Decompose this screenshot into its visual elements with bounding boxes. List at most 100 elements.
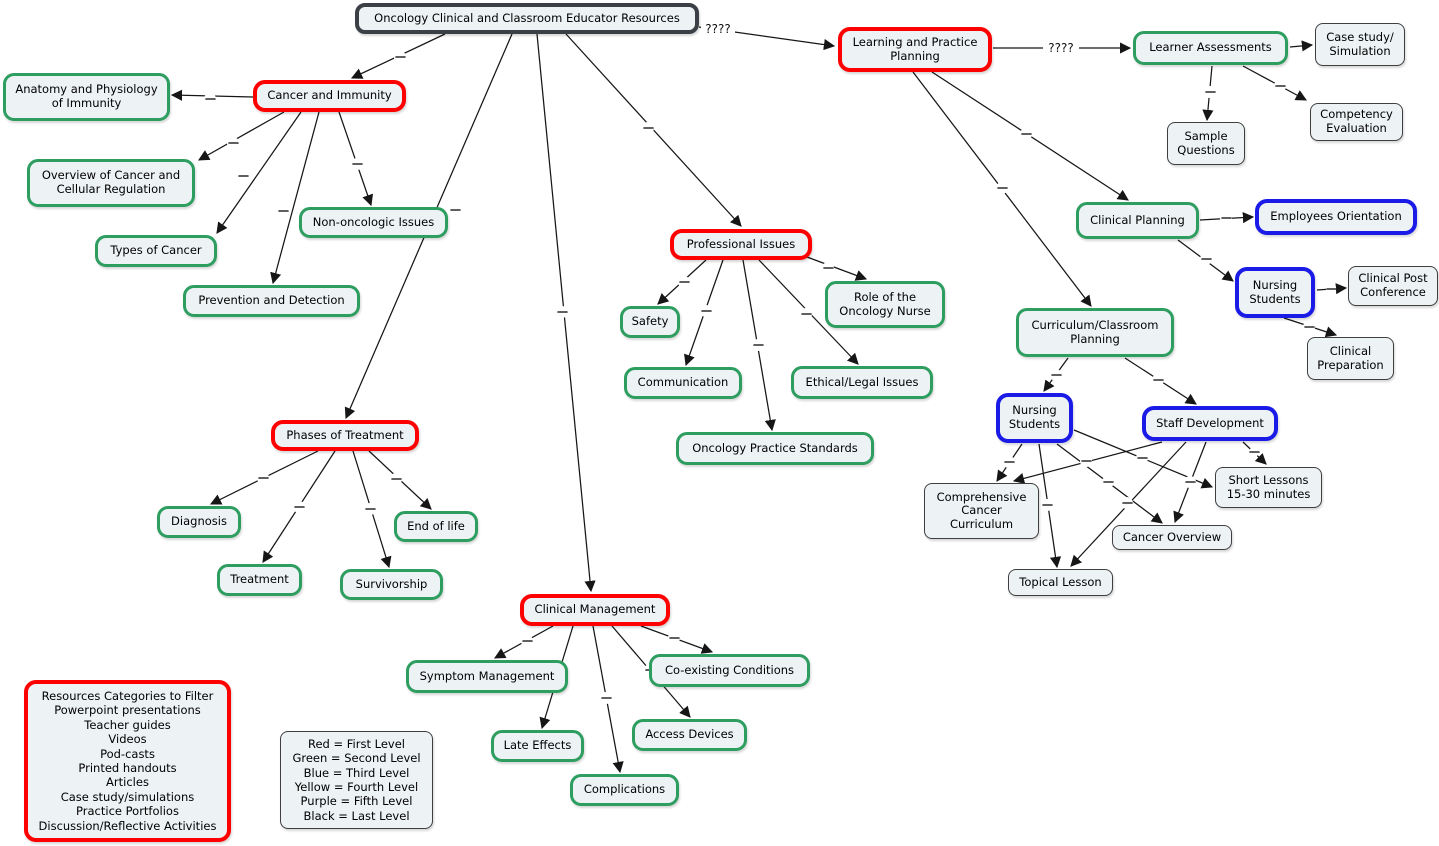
legend-color-levels[interactable]: Red = First Level Green = Second Level B… (280, 731, 433, 829)
node-safety[interactable]: Safety (620, 306, 680, 338)
node-symptom-management[interactable]: Symptom Management (406, 660, 568, 693)
node-overview-of-cancer-and-cellular-regulation[interactable]: Overview of Cancer and Cellular Regulati… (27, 159, 195, 207)
node-sample-questions[interactable]: Sample Questions (1167, 122, 1245, 165)
link-learning-curriculum-classroom (912, 71, 1092, 307)
link-nursing-cancer-overview (1056, 443, 1163, 524)
node-nursing-students-clinical[interactable]: Nursing Students (1235, 267, 1315, 318)
node-clinical-management[interactable]: Clinical Management (520, 594, 670, 626)
link-professional-role-oncology-nurse (806, 256, 868, 281)
node-late-effects[interactable]: Late Effects (491, 730, 584, 762)
legend-line: Videos (108, 732, 147, 747)
node-anatomy-and-physiology-of-immunity[interactable]: Anatomy and Physiology of Immunity (3, 73, 170, 121)
link-professional-communication (684, 259, 724, 367)
legend-line: Printed handouts (78, 761, 177, 775)
link-phases-survivorship (352, 450, 392, 569)
legend-line: Yellow = Fourth Level (294, 780, 419, 794)
node-diagnosis[interactable]: Diagnosis (157, 506, 241, 538)
node-ethical-legal-issues[interactable]: Ethical/Legal Issues (791, 366, 933, 399)
legend-line: Powerpoint presentations (54, 703, 201, 718)
link-root-cancer-immunity (350, 33, 446, 79)
link-curriculum-staff-development (1124, 357, 1197, 405)
node-non-oncologic-issues[interactable]: Non-oncologic Issues (299, 207, 448, 238)
node-nursing-students-curriculum[interactable]: Nursing Students (996, 393, 1073, 443)
legend-line: Pod-casts (100, 746, 155, 761)
node-role-of-the-oncology-nurse[interactable]: Role of the Oncology Nurse (825, 281, 945, 328)
link-professional-safety (657, 259, 707, 305)
link-clinical-mgmt-complications (592, 625, 624, 774)
link-label-root-learning[interactable]: ???? (701, 21, 735, 37)
link-nursing-comprehensive-curriculum (996, 443, 1023, 482)
node-topical-lesson[interactable]: Topical Lesson (1008, 569, 1113, 596)
link-phases-treatment (262, 450, 336, 563)
link-phases-end-of-life (368, 450, 432, 510)
node-cancer-overview[interactable]: Cancer Overview (1112, 525, 1232, 550)
link-nursing-topical-lesson (1038, 443, 1062, 569)
legend-line: Practice Portfolios (76, 804, 179, 819)
node-clinical-preparation[interactable]: Clinical Preparation (1307, 337, 1394, 380)
node-survivorship[interactable]: Survivorship (340, 569, 443, 600)
legend-line: Case study/simulations (60, 789, 195, 804)
node-competency-evaluation[interactable]: Competency Evaluation (1310, 103, 1403, 141)
link-phases-diagnosis (209, 450, 319, 505)
node-employees-orientation[interactable]: Employees Orientation (1255, 199, 1417, 235)
node-learner-assessments[interactable]: Learner Assessments (1133, 31, 1288, 65)
legend-resource-categories[interactable]: Resources Categories to Filter Powerpoin… (24, 680, 231, 842)
link-professional-practice-standards (742, 259, 776, 432)
legend-line: Purple = Fifth Level (300, 794, 413, 809)
node-cancer-and-immunity[interactable]: Cancer and Immunity (253, 80, 406, 112)
node-clinical-post-conference[interactable]: Clinical Post Conference (1348, 266, 1438, 306)
legend-line: Red = First Level (307, 736, 405, 751)
legend-line: Green = Second Level (292, 751, 421, 766)
link-label-learning-assessments[interactable]: ???? (1043, 40, 1079, 56)
link-cancer-immunity-anatomy (170, 89, 254, 105)
node-staff-development[interactable]: Staff Development (1142, 406, 1278, 441)
link-clinical-mgmt-co-existing (640, 625, 714, 654)
node-complications[interactable]: Complications (570, 774, 679, 806)
link-nursing-students-post-conference (1316, 283, 1348, 295)
node-communication[interactable]: Communication (624, 367, 742, 399)
node-root[interactable]: Oncology Clinical and Classroom Educator… (355, 3, 699, 34)
link-assessments-competency-evaluation (1242, 65, 1307, 101)
legend-line: Blue = Third Level (303, 765, 410, 780)
node-comprehensive-cancer-curriculum[interactable]: Comprehensive Cancer Curriculum (924, 483, 1039, 539)
link-professional-ethical-legal (758, 259, 859, 365)
node-professional-issues[interactable]: Professional Issues (670, 229, 812, 260)
node-co-existing-conditions[interactable]: Co-existing Conditions (649, 654, 810, 687)
link-curriculum-nursing-students (1043, 357, 1069, 392)
link-staff-topical-lesson (1070, 441, 1187, 567)
legend-line: Resources Categories to Filter (41, 688, 214, 703)
link-cancer-immunity-overview (198, 111, 285, 161)
link-assessments-sample-questions (1202, 65, 1216, 122)
link-clinical-planning-employees (1199, 211, 1255, 224)
node-types-of-cancer[interactable]: Types of Cancer (95, 235, 217, 267)
link-cancer-immunity-non-oncologic (338, 111, 374, 207)
link-staff-short-lessons (1242, 441, 1267, 465)
node-treatment[interactable]: Treatment (217, 564, 302, 596)
node-clinical-planning[interactable]: Clinical Planning (1076, 202, 1199, 239)
node-phases-of-treatment[interactable]: Phases of Treatment (271, 420, 419, 451)
node-end-of-life[interactable]: End of life (394, 511, 478, 542)
link-learning-clinical-planning (931, 71, 1129, 201)
node-short-lessons[interactable]: Short Lessons 15-30 minutes (1215, 467, 1322, 508)
legend-line: Teacher guides (84, 717, 171, 732)
legend-line: Black = Last Level (303, 808, 410, 823)
link-nursing-students-clinical-preparation (1283, 317, 1338, 338)
node-case-study-simulation[interactable]: Case study/ Simulation (1315, 23, 1405, 66)
node-prevention-and-detection[interactable]: Prevention and Detection (183, 285, 360, 317)
link-cancer-immunity-types (216, 111, 302, 234)
link-staff-comprehensive-curriculum (1012, 441, 1163, 484)
link-clinical-planning-nursing-students (1177, 239, 1234, 282)
legend-line: Articles (106, 775, 149, 790)
legend-line: Discussion/Reflective Activities (38, 818, 217, 833)
link-assessments-case-study (1289, 40, 1314, 52)
link-root-professional-issues (565, 33, 742, 227)
link-cancer-immunity-prevention (270, 111, 320, 285)
node-oncology-practice-standards[interactable]: Oncology Practice Standards (676, 432, 874, 465)
link-root-clinical-management (536, 33, 596, 593)
node-curriculum-classroom-planning[interactable]: Curriculum/Classroom Planning (1016, 308, 1174, 357)
node-learning-and-practice-planning[interactable]: Learning and Practice Planning (838, 27, 992, 72)
link-clinical-mgmt-symptom (494, 625, 554, 659)
node-access-devices[interactable]: Access Devices (632, 719, 747, 751)
